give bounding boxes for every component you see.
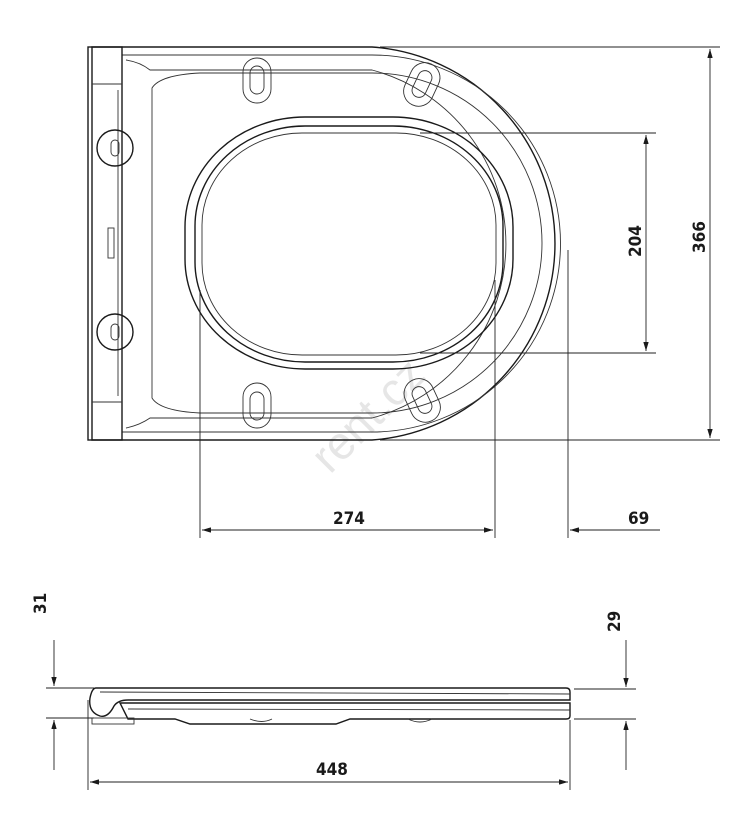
- dimension-366: 366: [380, 46, 720, 441]
- hinge-block: [87, 46, 123, 441]
- dimension-69: 69: [567, 250, 660, 538]
- dimension-204: 204: [420, 132, 656, 354]
- svg-text:29: 29: [605, 611, 625, 632]
- buffers: [242, 57, 441, 429]
- svg-text:274: 274: [333, 509, 365, 529]
- dimension-448: 448: [87, 700, 571, 790]
- svg-text:31: 31: [31, 593, 51, 614]
- dimension-274: 274: [199, 280, 496, 538]
- dimension-29: 29: [574, 611, 636, 770]
- hinge-disc-bottom: [96, 313, 134, 351]
- hinge-disc-top: [96, 129, 134, 167]
- top-view: [87, 46, 561, 441]
- svg-text:448: 448: [316, 760, 348, 780]
- seat-outline: [91, 46, 556, 441]
- dimension-31: 31: [31, 593, 94, 770]
- svg-text:69: 69: [628, 509, 649, 529]
- side-view: [89, 687, 571, 725]
- svg-text:204: 204: [626, 225, 646, 257]
- svg-text:366: 366: [690, 221, 710, 253]
- seat-opening: [194, 125, 504, 363]
